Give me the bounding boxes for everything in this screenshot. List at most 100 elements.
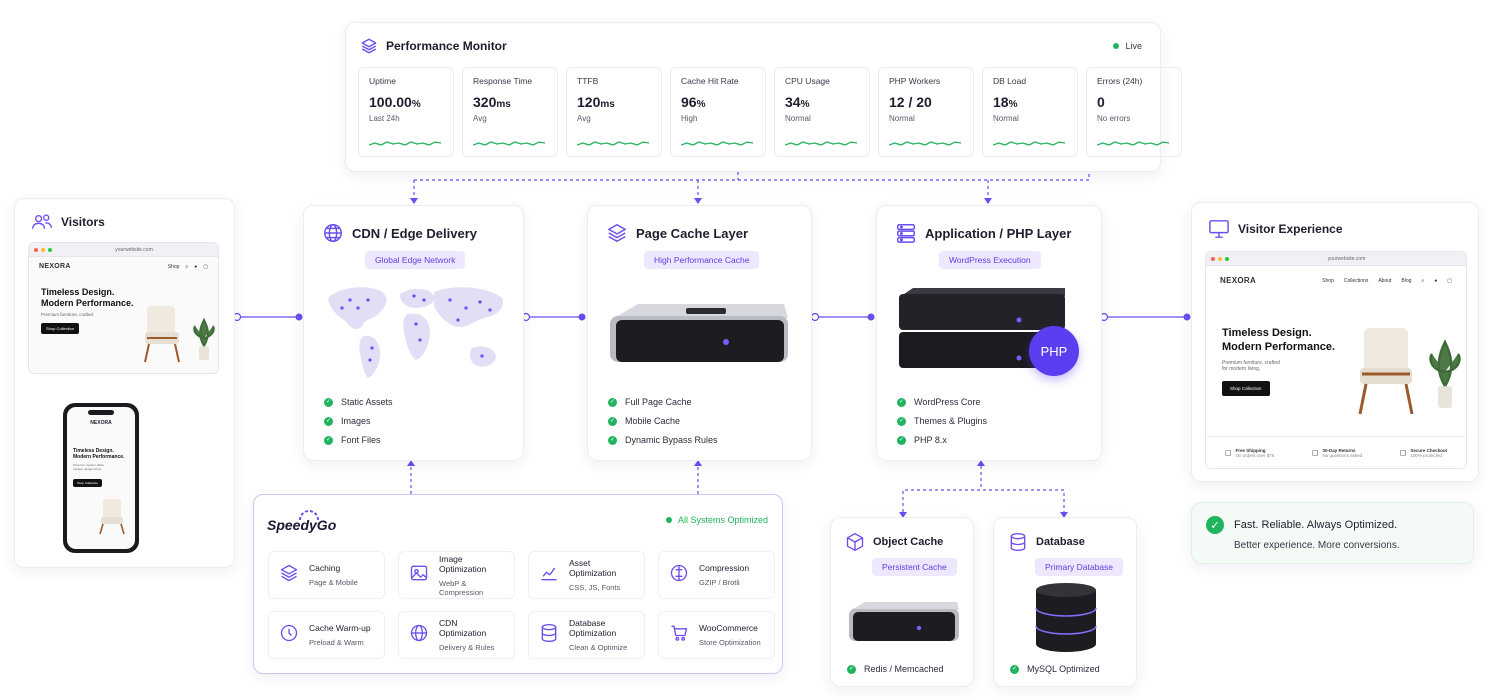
check-icon: ✓ <box>897 416 906 426</box>
performance-monitor-title: Performance Monitor <box>386 39 507 53</box>
visitors-header: Visitors <box>31 213 105 231</box>
summary-subtitle: Better experience. More conversions. <box>1234 540 1400 551</box>
cdn-title: CDN / Edge Delivery <box>352 225 477 241</box>
page-cache-feature-item-text: Mobile Cache <box>625 416 681 426</box>
vexp-headline-2: Modern Performance. <box>1222 341 1336 353</box>
speedygo-feature-title: Image Optimization <box>439 553 487 574</box>
vexp-nav-shop[interactable]: Shop <box>1322 277 1334 284</box>
visitor-experience-card: Visitor Experience yourwebsite.com NEXOR… <box>1191 202 1479 482</box>
speedygo-feature-title: Cache Warm-up <box>309 623 371 633</box>
visitor-experience-header: Visitor Experience <box>1208 219 1343 239</box>
metric-label: CPU Usage <box>785 76 830 86</box>
app-pill: WordPress Execution <box>939 251 1041 269</box>
vexp-nav-collections[interactable]: Collections <box>1343 277 1369 284</box>
shop-collection-button[interactable]: Shop Collection <box>41 323 80 334</box>
sparkline-icon <box>577 141 649 146</box>
sparkline-icon <box>785 141 857 146</box>
vexp-tagline-1: Premium furniture, crafted <box>1222 360 1280 366</box>
vexp-nav-blog[interactable]: Blog <box>1401 277 1412 284</box>
feature-icon: ◻ <box>1399 448 1407 457</box>
metric-label: Errors (24h) <box>1097 76 1143 86</box>
world-map-illustration <box>328 287 503 378</box>
check-icon: ✓ <box>608 416 617 426</box>
metric-unit: % <box>696 99 706 110</box>
search-icon[interactable]: ⌕ <box>1421 277 1425 284</box>
sparkline-icon <box>369 141 441 146</box>
metric-subtitle: Avg <box>473 114 487 123</box>
speedygo-feature-sub: GZIP / Brotli <box>699 578 740 587</box>
mobile-phone-mockup: NEXORA Timeless Design. Modern Performan… <box>63 403 139 553</box>
feature-icon: ◻ <box>1224 448 1232 457</box>
user-icon[interactable]: ● <box>194 263 198 270</box>
page-cache-feature-item-text: Full Page Cache <box>625 397 692 407</box>
app-feature-item-text: PHP 8.x <box>914 435 947 445</box>
database-item-text: MySQL Optimized <box>1027 664 1100 674</box>
metric-value: 320ms <box>473 94 547 110</box>
server-icon <box>895 222 917 244</box>
check-icon: ✓ <box>608 435 617 445</box>
metric-label: PHP Workers <box>889 76 941 86</box>
summary-card: ✓ Fast. Reliable. Always Optimized. Bett… <box>1191 502 1474 564</box>
user-icon[interactable]: ● <box>1434 277 1438 284</box>
sparkline-icon <box>993 141 1065 146</box>
speedygo-feature-sub: CSS, JS, Fonts <box>569 583 621 592</box>
live-dot-icon <box>1113 43 1120 49</box>
monitor-icon <box>1208 219 1230 239</box>
app-feature-list: ✓WordPress Core✓Themes & Plugins✓PHP 8.x <box>897 397 987 454</box>
speedygo-feature-title: Asset Optimization <box>569 558 617 578</box>
metric-subtitle: Avg <box>577 114 591 123</box>
sparkline-icon <box>889 141 961 146</box>
cache-server-illustration <box>610 304 788 362</box>
cdn-feature-item-text: Images <box>341 416 371 426</box>
cdn-pill: Global Edge Network <box>365 251 466 269</box>
metric-value: 96% <box>681 94 755 110</box>
bag-icon[interactable]: ▢ <box>1447 277 1452 284</box>
metric-number: 18 <box>993 94 1009 110</box>
cdn-feature-item: ✓Images <box>324 416 393 426</box>
image-icon <box>409 563 429 588</box>
cdn-feature-item-text: Font Files <box>341 435 381 445</box>
metric-number: 100.00 <box>369 94 412 110</box>
database-title: Database <box>1036 536 1085 548</box>
layers-icon <box>279 563 299 588</box>
database-card: Database Primary Database ✓MySQL Optimiz… <box>993 517 1137 687</box>
globe-icon <box>409 623 429 648</box>
vexp-nav-about[interactable]: About <box>1378 277 1392 284</box>
cdn-edge-delivery-card: CDN / Edge Delivery Global Edge Network … <box>303 205 524 461</box>
database-header: Database <box>1008 532 1085 552</box>
bag-icon[interactable]: ▢ <box>203 263 208 270</box>
sparkline-icon <box>473 141 545 146</box>
cdn-feature-item: ✓Font Files <box>324 435 393 445</box>
database-icon <box>539 623 559 648</box>
vexp-shop-button[interactable]: Shop Collection <box>1222 381 1270 396</box>
nav-link-shop[interactable]: Shop <box>167 263 180 270</box>
metric-subtitle: Normal <box>993 114 1019 123</box>
database-cylinder-illustration <box>1035 583 1097 652</box>
metric-number: 0 <box>1097 94 1105 110</box>
search-icon[interactable]: ⌕ <box>185 263 189 270</box>
sparkline-icon <box>681 141 753 146</box>
vexp-brand: NEXORA <box>1220 276 1257 285</box>
mobile-headline-2: Modern Performance. <box>73 454 125 460</box>
metric-unit: % <box>800 99 810 110</box>
page-cache-feature-item-text: Dynamic Bypass Rules <box>625 435 718 445</box>
metric-unit: % <box>1008 99 1018 110</box>
site-nav: NEXORA Shop ⌕ ● ▢ <box>29 257 218 276</box>
mobile-shop-button[interactable]: Shop Collection <box>73 479 103 487</box>
cdn-feature-item-text: Static Assets <box>341 397 393 407</box>
metric-label: Uptime <box>369 76 396 86</box>
